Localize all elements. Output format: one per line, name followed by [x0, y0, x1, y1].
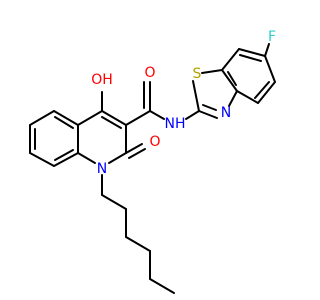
bond	[128, 148, 146, 159]
amide-oxygen-label: O	[144, 65, 155, 81]
bond	[264, 55, 276, 83]
bond-double-inner	[227, 71, 237, 86]
bond	[185, 110, 200, 120]
bond	[77, 110, 103, 126]
bond-double-inner	[239, 54, 262, 62]
bond	[108, 152, 127, 164]
amide-nh-label: NH	[165, 116, 186, 132]
fluorine-label: F	[268, 29, 276, 45]
bond	[238, 48, 266, 57]
molecule-canvas: F S N NH O OH N O	[29, 29, 276, 294]
bonds	[29, 43, 276, 294]
bond-double-inner	[254, 81, 270, 99]
bond	[101, 194, 127, 210]
bond	[264, 43, 270, 57]
bond	[192, 80, 200, 112]
bond	[149, 110, 165, 120]
bond-double-inner	[101, 116, 122, 129]
bond	[221, 69, 238, 92]
bond	[101, 110, 127, 126]
bond	[77, 152, 96, 164]
keto-oxygen-label: O	[149, 134, 160, 150]
bond	[125, 143, 143, 154]
bond	[201, 69, 223, 74]
hydroxyl-label: OH	[91, 72, 113, 88]
bond-double-inner	[54, 116, 74, 129]
bond	[125, 110, 151, 126]
thiazole-nitrogen-label: N	[221, 105, 231, 121]
bond	[29, 152, 55, 167]
bond-double-inner	[202, 104, 217, 111]
bond	[236, 90, 259, 104]
molecule-structure-diagram: F S N NH O OH N O	[29, 29, 276, 294]
bond	[29, 110, 55, 126]
bond	[198, 110, 218, 119]
atom-labels: F S N NH O OH N O	[91, 29, 276, 177]
bond	[257, 81, 276, 104]
bond	[221, 48, 240, 71]
bond	[228, 90, 238, 107]
bond-double-inner	[54, 149, 74, 161]
quinolone-nitrogen-label: N	[97, 161, 107, 177]
bond	[53, 152, 79, 167]
bond	[149, 278, 175, 294]
sulfur-label: S	[193, 66, 202, 82]
bond	[53, 110, 79, 126]
bond	[125, 236, 151, 252]
